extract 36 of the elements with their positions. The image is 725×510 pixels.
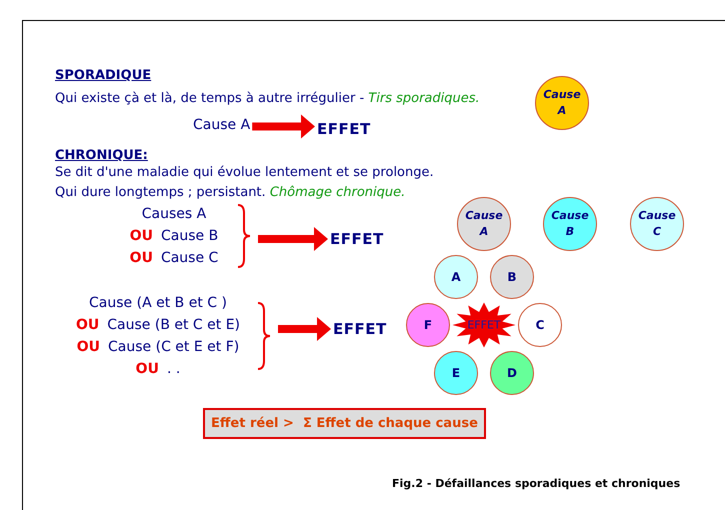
cause-text: Cause A — [193, 117, 250, 133]
or-keyword: OU — [76, 317, 100, 333]
block-arrow — [258, 227, 328, 251]
or-keyword: OU — [136, 361, 159, 377]
formula-box: Effet réel > Σ Effet de chaque cause — [203, 408, 486, 439]
cause-circle: E — [434, 351, 478, 396]
cause-text: Cause B — [161, 228, 218, 244]
effect-text: EFFET — [330, 230, 384, 248]
section-heading: SPORADIQUE — [55, 67, 152, 85]
cause-circle: C — [518, 303, 562, 347]
definition-text: Se dit d'une maladie qui évolue lentement et se prolonge. Qui dure longtemps ; persistant. Chômage chronique. — [55, 164, 435, 202]
block-arrow — [278, 317, 331, 341]
cause-circle: D — [490, 351, 534, 396]
cause-circle: Cause C — [630, 197, 684, 251]
cause-circle: Cause B — [543, 197, 597, 251]
effect-text: EFFET — [333, 320, 387, 338]
cause-text: Cause (B et C et E) — [107, 317, 240, 333]
or-keyword: OU — [76, 339, 100, 355]
block-arrow — [252, 114, 315, 138]
cause-circle: A — [434, 254, 478, 298]
cause-circle: B — [490, 254, 534, 298]
effect-text: EFFET — [467, 318, 501, 332]
cause-text: . . — [166, 361, 180, 377]
cause-text: Cause (C et E et F) — [108, 339, 240, 355]
cause-circle: Cause A — [457, 197, 511, 251]
definition-text: Qui existe çà et là, de temps à autre irrégulier - Tirs sporadiques. — [55, 90, 480, 108]
cause-text: Causes A — [142, 206, 206, 222]
cause-text: Cause C — [160, 250, 218, 266]
cause-circle: Cause A — [535, 76, 589, 130]
cause-circle: F — [406, 303, 450, 347]
figure-caption: Fig.2 - Défaillances sporadiques et chroniques — [392, 477, 680, 490]
or-keyword: OU — [130, 250, 153, 266]
effect-text: EFFET — [317, 120, 371, 138]
or-keyword: OU — [130, 228, 154, 244]
section-heading: CHRONIQUE: — [55, 147, 148, 165]
cause-text: Cause (A et B et C ) — [89, 295, 227, 311]
